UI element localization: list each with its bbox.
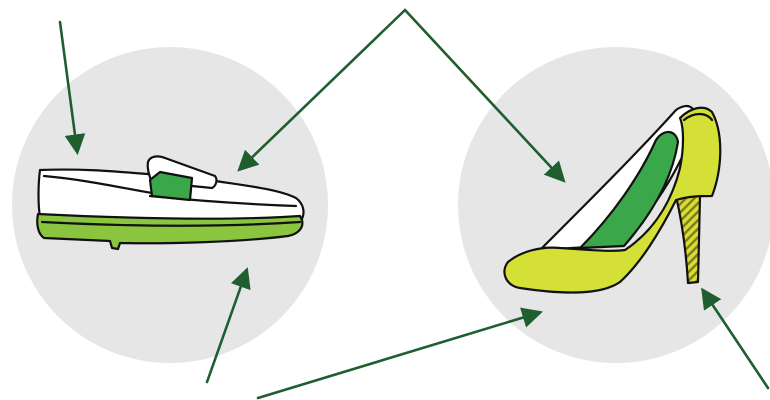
pump-body — [503, 106, 722, 294]
loafer-sole — [36, 212, 304, 251]
callout-arrows — [58, 8, 770, 400]
loafer-strap — [148, 170, 194, 202]
callout-arrow-loafer-collar — [58, 20, 86, 156]
callout-arrow-pump-lining — [403, 8, 566, 183]
callout-arrow-pump-toe — [256, 307, 543, 400]
callout-arrow-pump-heel — [701, 287, 770, 390]
callout-arrow-loafer-sole — [205, 267, 251, 384]
callout-arrow-loafer-vamp — [237, 8, 407, 172]
pump-insole — [578, 130, 680, 250]
loafer-shoe-icon — [36, 155, 305, 251]
high-heel-shoe-icon — [503, 104, 722, 294]
